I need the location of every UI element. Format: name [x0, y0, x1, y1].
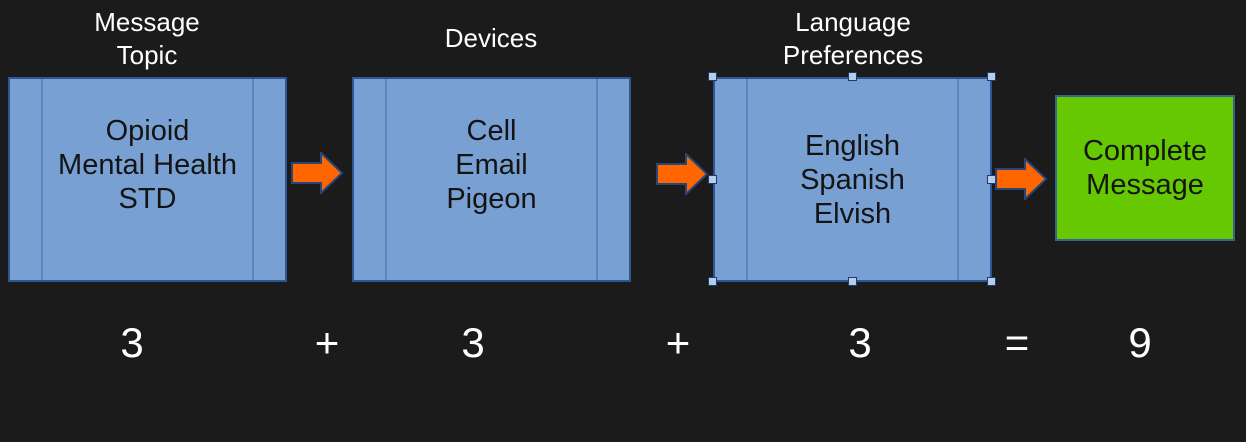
equals-operator[interactable]: =	[1004, 319, 1030, 366]
box-left-bar	[385, 79, 387, 280]
list-item: Cell	[466, 114, 517, 147]
selection-handle-top-middle[interactable]	[848, 72, 857, 81]
plus-operator[interactable]: +	[314, 319, 340, 366]
list-item: STD	[118, 182, 177, 215]
result-line: Complete	[1082, 135, 1208, 167]
selection-handle-top-right[interactable]	[987, 72, 996, 81]
selection-handle-top-left[interactable]	[708, 72, 717, 81]
list-item: Elvish	[813, 197, 892, 230]
box-right-bar	[252, 79, 254, 280]
count-devices[interactable]: 3	[461, 319, 485, 366]
box-right-bar	[957, 79, 959, 280]
heading-message-topic[interactable]: Message Topic	[94, 6, 200, 70]
process-box-message-topic[interactable]: Opioid Mental Health STD	[8, 77, 287, 282]
selection-handle-bottom-left[interactable]	[708, 277, 717, 286]
list-item: Pigeon	[446, 182, 537, 215]
right-arrow-icon[interactable]	[291, 152, 343, 194]
box-text-language-preferences: English Spanish Elvish	[715, 79, 990, 280]
list-item: Email	[455, 148, 528, 181]
process-box-devices[interactable]: Cell Email Pigeon	[352, 77, 631, 282]
plus-operator[interactable]: +	[665, 319, 691, 366]
box-text-devices: Cell Email Pigeon	[354, 79, 629, 280]
box-right-bar	[596, 79, 598, 280]
result-line: Message	[1086, 169, 1204, 201]
count-message-topic[interactable]: 3	[120, 319, 144, 366]
list-item: Opioid	[105, 114, 190, 147]
selection-handle-bottom-middle[interactable]	[848, 277, 857, 286]
selection-handle-bottom-right[interactable]	[987, 277, 996, 286]
right-arrow-icon[interactable]	[995, 158, 1047, 200]
list-item: English	[804, 129, 901, 162]
list-item: Spanish	[800, 163, 905, 196]
selection-handle-middle-left[interactable]	[708, 175, 717, 184]
count-language-preferences[interactable]: 3	[848, 319, 872, 366]
complete-message-box[interactable]: Complete Message	[1055, 95, 1235, 241]
heading-devices[interactable]: Devices	[444, 23, 538, 53]
process-box-language-preferences[interactable]: English Spanish Elvish	[713, 77, 992, 282]
count-total[interactable]: 9	[1128, 319, 1152, 366]
right-arrow-icon[interactable]	[656, 153, 708, 195]
heading-language-preferences[interactable]: Language Preferences	[782, 6, 924, 70]
box-left-bar	[41, 79, 43, 280]
box-left-bar	[746, 79, 748, 280]
list-item: Mental Health	[58, 148, 237, 181]
box-text-message-topic: Opioid Mental Health STD	[10, 79, 285, 280]
